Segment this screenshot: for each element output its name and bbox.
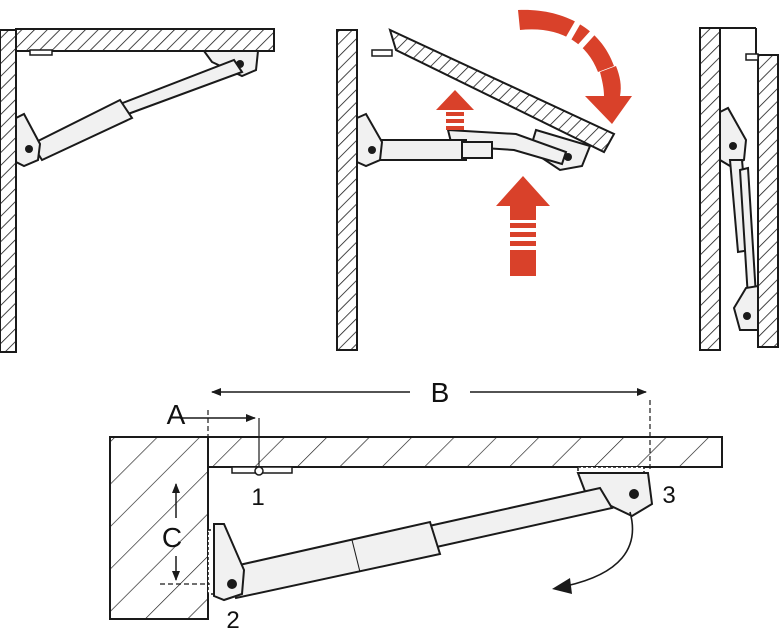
lid-bracket	[732, 284, 759, 331]
pivot-dot	[25, 145, 33, 153]
dimension-detail: B A C 1 2 3	[109, 377, 723, 632]
strut-cylinder	[224, 520, 442, 600]
hinge-plate	[371, 49, 393, 57]
curved-arrow-icon	[552, 511, 634, 594]
strut-rod	[118, 58, 244, 116]
wall-bracket	[356, 112, 384, 168]
lid-panel	[15, 28, 275, 52]
hinge-knuckle	[254, 466, 264, 476]
lid-panel	[388, 28, 616, 154]
arrow-up-icon	[436, 90, 474, 130]
dimension-label-b: B	[431, 377, 450, 408]
strut-sleeve	[461, 141, 493, 159]
strut-cylinder	[30, 98, 134, 162]
dimension-label-a: A	[167, 399, 186, 430]
cabinet-wall	[336, 29, 358, 351]
hinge-plate	[745, 53, 759, 61]
wall-bracket	[213, 523, 246, 602]
cabinet-wall	[0, 29, 17, 353]
panel-open-lid	[0, 28, 275, 353]
panel-closed-lid	[699, 27, 779, 351]
cabinet-wall	[699, 27, 721, 351]
lid-panel	[757, 54, 779, 348]
curved-arrow-icon	[518, 9, 632, 124]
pivot-dot	[227, 579, 237, 589]
point-label-3: 3	[662, 482, 675, 509]
strut-rod	[418, 486, 614, 550]
lid-panel	[207, 436, 723, 468]
pivot-dot	[729, 142, 737, 150]
dimension-label-c: C	[162, 522, 182, 553]
point-label-2: 2	[226, 607, 239, 632]
wall-bracket	[719, 106, 748, 168]
hinge-plate	[29, 49, 53, 56]
strut-cylinder	[371, 139, 467, 161]
panel-push-lid	[336, 9, 632, 351]
arrow-up-icon	[496, 176, 550, 276]
pivot-dot	[368, 146, 376, 154]
point-label-1: 1	[251, 484, 264, 511]
cabinet-wall	[109, 436, 209, 620]
wall-bracket	[15, 112, 42, 168]
pivot-dot	[743, 312, 751, 320]
pivot-dot	[629, 489, 639, 499]
